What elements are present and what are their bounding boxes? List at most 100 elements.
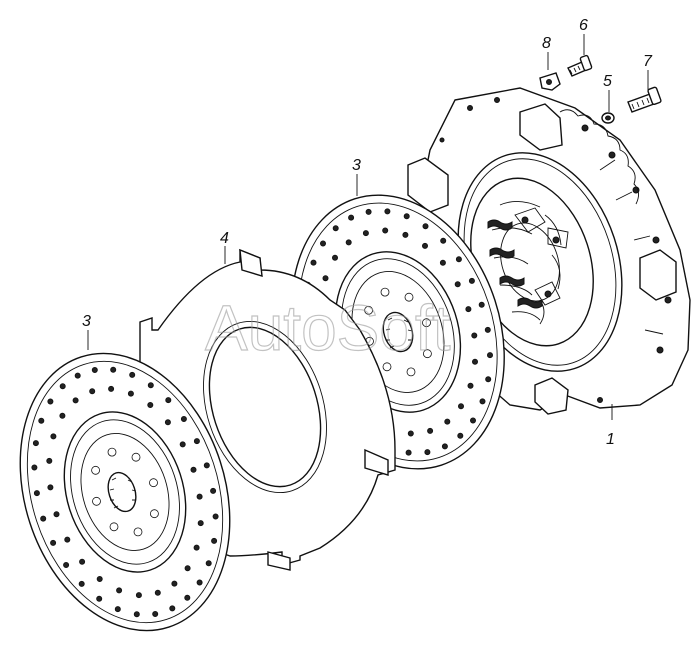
rivet-hole: [310, 259, 317, 266]
hub-holes-lower: [91, 447, 159, 537]
rivet-hole: [406, 367, 416, 377]
rivet-hole: [40, 515, 47, 522]
callout-7: 7: [643, 53, 653, 70]
rivet-hole: [79, 558, 86, 565]
rivet-hole: [171, 580, 178, 587]
hub-holes-upper: [364, 287, 432, 377]
rivet-hole: [457, 432, 464, 439]
cover-rim-holes: [439, 97, 672, 403]
rivet-hole: [203, 462, 210, 469]
rivet-hole: [444, 418, 451, 425]
rivet-hole: [147, 401, 154, 408]
rivet-hole: [133, 527, 143, 537]
rivet-hole: [468, 277, 475, 284]
rivet-hole: [348, 214, 355, 221]
rivet-hole: [190, 466, 197, 473]
rivet-hole: [382, 362, 392, 372]
rivet-hole: [72, 397, 79, 404]
rivet-hole: [362, 230, 369, 237]
rivet-hole: [365, 208, 372, 215]
rivet-hole: [107, 447, 117, 457]
rivet-hole: [108, 385, 115, 392]
rivet-hole: [59, 383, 66, 390]
rivet-hole: [465, 306, 472, 313]
callout-3-top: 3: [352, 157, 361, 174]
rivet-hole: [424, 449, 431, 456]
rivet-hole: [486, 352, 493, 359]
rivet-hole: [47, 398, 54, 405]
rivet-hole: [96, 576, 103, 583]
bolt-7: [627, 86, 662, 113]
callout-8: 8: [542, 35, 551, 52]
rivet-hole: [64, 536, 71, 543]
rivet-hole: [212, 513, 219, 520]
rivet-hole: [196, 493, 203, 500]
rivet-hole: [384, 208, 391, 215]
rivet-hole: [154, 589, 161, 596]
rivet-hole: [322, 275, 329, 282]
rivet-hole: [180, 415, 187, 422]
rivet-hole: [403, 213, 410, 220]
rivet-hole: [478, 301, 485, 308]
rivet-hole: [131, 452, 141, 462]
rivet-hole: [485, 376, 492, 383]
callout-6: 6: [579, 17, 588, 34]
rivet-hole: [110, 366, 117, 373]
rivet-hole: [91, 366, 98, 373]
rivet-hole: [205, 560, 212, 567]
callout-3-left: 3: [82, 313, 91, 330]
rivet-hole: [92, 496, 101, 506]
rivet-hole: [422, 223, 429, 230]
rivet-hole: [332, 225, 339, 232]
rivet-hole: [404, 292, 414, 302]
lock-plate-8: [539, 72, 561, 91]
rivet-hole: [53, 511, 60, 518]
rivet-hole: [380, 287, 390, 297]
rivet-hole: [345, 239, 352, 246]
rivet-hole: [440, 237, 447, 244]
rivet-hole: [193, 544, 200, 551]
rivet-hole: [32, 440, 39, 447]
rivet-hole: [179, 441, 186, 448]
rivet-hole: [96, 595, 103, 602]
clutch-disc-lower: [19, 352, 231, 632]
rivet-hole: [211, 537, 218, 544]
rivet-hole: [50, 539, 57, 546]
rivet-hole: [196, 579, 203, 586]
rivet-hole: [331, 254, 338, 261]
washer-5: [601, 112, 615, 124]
callout-1: 1: [606, 431, 615, 448]
rivet-hole: [31, 464, 38, 471]
rivet-hole: [169, 605, 176, 612]
rivet-hole: [197, 520, 204, 527]
rivet-hole: [129, 371, 136, 378]
rivet-hole: [63, 562, 70, 569]
rivet-hole: [133, 611, 140, 618]
leader-lines: [87, 34, 649, 420]
rivet-hole: [455, 256, 462, 263]
rivet-hole: [210, 487, 217, 494]
rivet-hole: [471, 358, 478, 365]
rivet-hole: [405, 449, 412, 456]
watermark: AutoSoft: [205, 292, 451, 364]
rivet-hole: [127, 390, 134, 397]
rivet-hole: [78, 580, 85, 587]
rivet-hole: [193, 438, 200, 445]
callout-5: 5: [603, 73, 612, 90]
rivet-hole: [135, 592, 142, 599]
rivet-hole: [439, 259, 446, 266]
rivet-hole: [471, 332, 478, 339]
rivet-hole: [38, 417, 45, 424]
rivet-hole: [184, 594, 191, 601]
rivet-hole: [454, 281, 461, 288]
rivet-hole: [164, 419, 171, 426]
rivet-hole: [441, 443, 448, 450]
rivet-hole: [319, 240, 326, 247]
rivet-hole: [467, 382, 474, 389]
rivet-hole: [382, 227, 389, 234]
rivet-hole: [402, 231, 409, 238]
cover-springs: [487, 219, 543, 309]
rivet-hole: [89, 388, 96, 395]
rivet-hole: [165, 397, 172, 404]
